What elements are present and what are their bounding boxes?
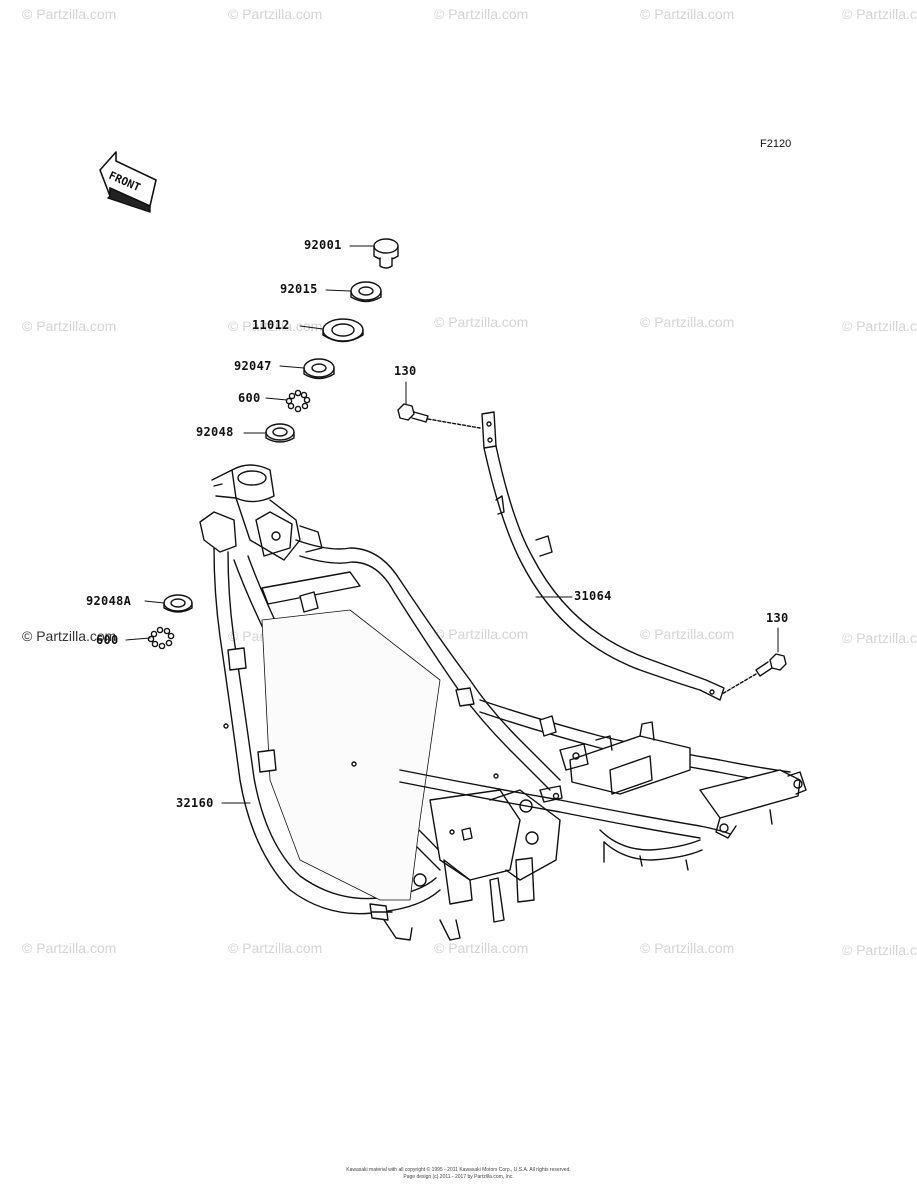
part-label-92001[interactable]: 92001 (304, 238, 342, 252)
watermark: © Partzilla.com (640, 314, 735, 330)
watermark: © Partzilla.com (434, 626, 529, 642)
watermark: © Partzilla.com (228, 318, 323, 334)
watermark: © Partzilla.com (842, 6, 917, 22)
watermark: © Partzilla.com (228, 6, 323, 22)
watermark: © Partzilla.com (22, 6, 117, 22)
watermark: © Partzilla.com (22, 628, 117, 644)
watermark: © Partzilla.com (434, 314, 529, 330)
watermark: © Partzilla.com (640, 6, 735, 22)
downtube-31064 (481, 411, 725, 701)
watermark: © Partzilla.com (22, 318, 117, 334)
cap-nut-92001 (373, 238, 399, 269)
watermark: © Partzilla.com (842, 630, 917, 646)
nut-92015 (350, 281, 382, 303)
washer-92047 (303, 358, 335, 380)
part-label-92047[interactable]: 92047 (234, 359, 272, 373)
watermark: © Partzilla.com (22, 940, 117, 956)
part-label-130-top[interactable]: 130 (394, 364, 417, 378)
ball-bearings-600-top (285, 389, 311, 413)
figure-code: F2120 (760, 138, 792, 150)
copyright-line-1: Kawasaki material with all copyright © 1… (346, 1167, 571, 1173)
part-label-31064[interactable]: 31064 (574, 589, 612, 603)
part-label-130-right[interactable]: 130 (766, 611, 789, 625)
part-label-600-bottom[interactable]: 600 (96, 633, 119, 647)
watermark: © Partzilla.com (842, 942, 917, 958)
leader-lines (125, 245, 779, 804)
watermark: © Partzilla.com (434, 940, 529, 956)
part-label-600-top[interactable]: 600 (238, 391, 261, 405)
part-label-92015[interactable]: 92015 (280, 282, 318, 296)
watermark: © Partzilla.com (228, 940, 323, 956)
race-92048a (163, 594, 193, 613)
part-label-11012[interactable]: 11012 (252, 318, 290, 332)
bolt-130-top (397, 403, 481, 429)
part-label-32160[interactable]: 32160 (176, 796, 214, 810)
watermark: © Partzilla.com (640, 940, 735, 956)
front-arrow-icon: FRONT (99, 151, 157, 213)
watermark: © Partzilla.com (640, 626, 735, 642)
part-label-92048a[interactable]: 92048A (86, 594, 132, 608)
ball-bearings-600-bottom (147, 626, 175, 650)
main-frame-32160 (199, 464, 807, 941)
part-label-92048[interactable]: 92048 (196, 425, 234, 439)
race-92048 (265, 423, 295, 443)
copyright-line-2: Page design (c) 2011 - 2017 by Partzilla… (403, 1174, 514, 1180)
seal-11012 (322, 318, 364, 343)
watermark: © Partzilla.com (842, 318, 917, 334)
watermark: © Partzilla.com (434, 6, 529, 22)
bolt-130-right (721, 653, 787, 695)
